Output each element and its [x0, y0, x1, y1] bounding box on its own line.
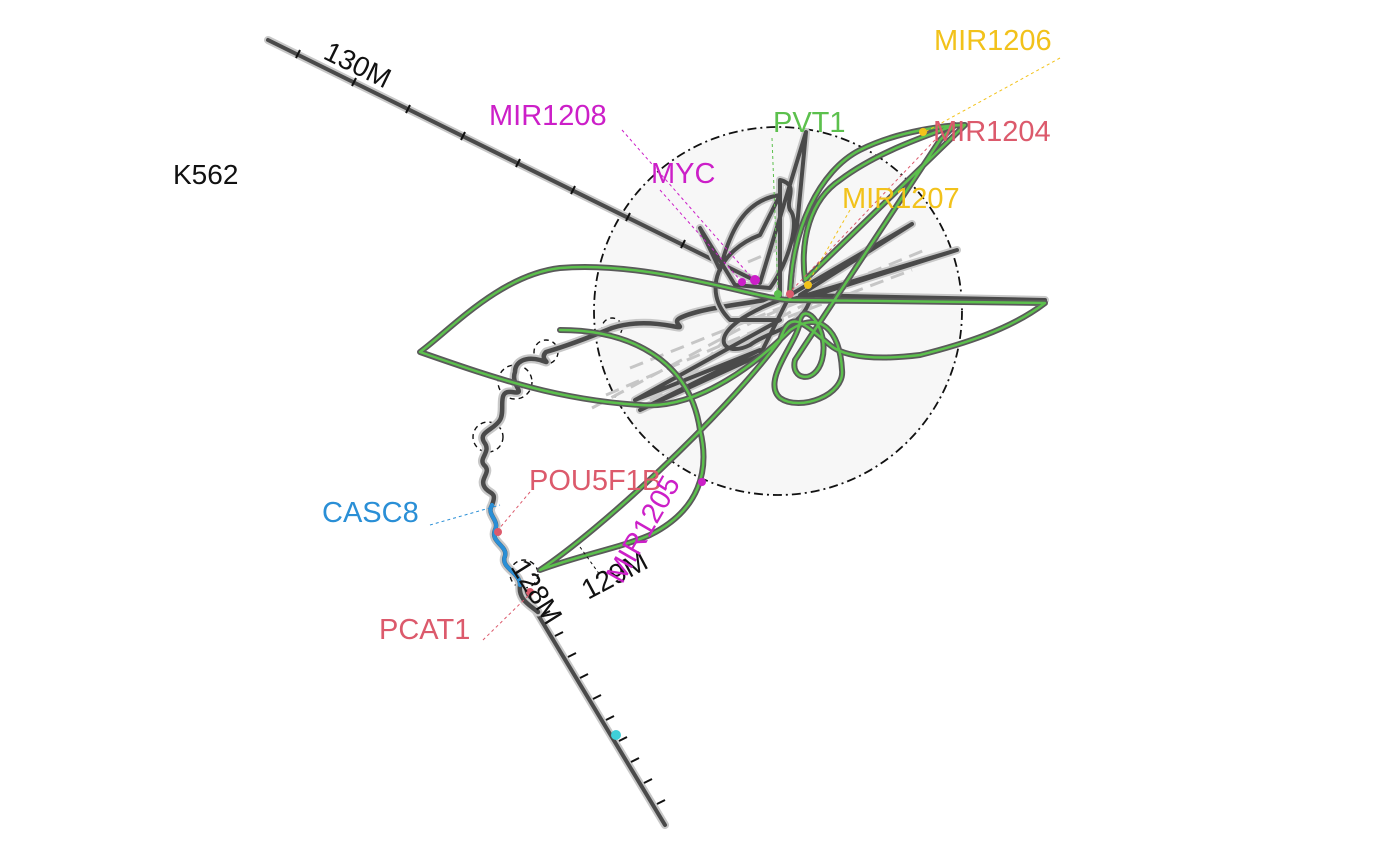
gene-label-mir1204: MIR1204 [933, 116, 1051, 148]
gene-markers [494, 128, 927, 740]
sample-label: K562 [173, 159, 238, 190]
gene-label-casc8: CASC8 [322, 497, 419, 529]
gene-label-myc: MYC [651, 158, 715, 190]
upper-arm [264, 36, 764, 287]
gene-label-mir1206: MIR1206 [934, 25, 1052, 57]
leader-lines [429, 57, 1061, 641]
gene-label-pcat1: PCAT1 [379, 614, 470, 646]
lower-arm [516, 581, 669, 829]
coordinate-ticks [295, 49, 686, 805]
gene-label-mir1207: MIR1207 [842, 183, 960, 215]
central-tangle [631, 128, 1049, 414]
gene-label-pvt1: PVT1 [773, 107, 846, 139]
ecdna-loop [417, 122, 1048, 573]
chromatin-fibre [478, 293, 781, 617]
gene-label-pou5f1b: POU5F1B [529, 465, 661, 497]
gene-label-mir1208: MIR1208 [489, 100, 607, 132]
